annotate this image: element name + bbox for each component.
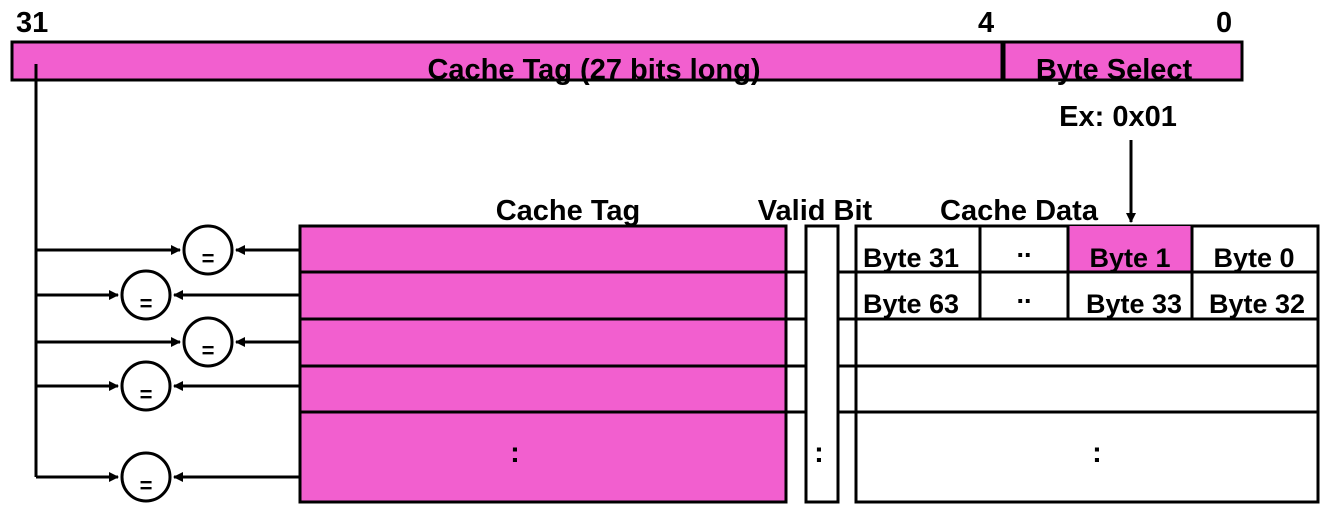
data-cell-byte-33: Byte 33 bbox=[1086, 289, 1182, 319]
tag-ellipsis: : bbox=[510, 437, 520, 469]
data-ellipsis: : bbox=[1092, 437, 1102, 469]
header-cache-tag: Cache Tag bbox=[496, 195, 641, 227]
data-cell-byte-31: Byte 31 bbox=[863, 243, 959, 273]
bit-label-0: 0 bbox=[1216, 7, 1232, 39]
data-cell-byte-0: Byte 0 bbox=[1213, 243, 1294, 273]
comparator-row-1: = bbox=[36, 224, 300, 276]
data-cell-byte-1: Byte 1 bbox=[1089, 243, 1170, 273]
valid-bit-array bbox=[804, 224, 840, 504]
tag-array bbox=[298, 224, 788, 504]
comparator-symbol: = bbox=[202, 246, 215, 271]
comparator-row-4: = bbox=[36, 360, 300, 412]
data-cell-byte-32: Byte 32 bbox=[1209, 289, 1305, 319]
example-label: Ex: 0x01 bbox=[1059, 101, 1177, 133]
byte-select-field-box bbox=[1002, 40, 1244, 82]
byte-select-label: Byte Select bbox=[1036, 54, 1193, 86]
byte-1-highlight bbox=[1068, 226, 1192, 272]
comparator-symbol: = bbox=[140, 291, 153, 316]
comparator-symbol: = bbox=[202, 338, 215, 363]
data-cell-dots: .. bbox=[1016, 279, 1031, 309]
tag-field-label: Cache Tag (27 bits long) bbox=[427, 54, 760, 86]
bit-label-31: 31 bbox=[16, 7, 48, 39]
equality-comparator-icon bbox=[182, 224, 234, 276]
comparator-row-5: = bbox=[36, 451, 300, 503]
equality-comparator-icon bbox=[120, 360, 172, 412]
tag-field-box bbox=[10, 40, 1004, 82]
comparator-symbol: = bbox=[140, 473, 153, 498]
data-cell-byte-63: Byte 63 bbox=[863, 289, 959, 319]
comparator-row-2: = bbox=[36, 269, 300, 321]
valid-ellipsis: : bbox=[814, 437, 824, 469]
equality-comparator-icon bbox=[120, 269, 172, 321]
comparator-symbol: = bbox=[140, 382, 153, 407]
bit-label-4: 4 bbox=[978, 7, 994, 39]
equality-comparator-icon bbox=[120, 451, 172, 503]
header-cache-data: Cache Data bbox=[940, 195, 1099, 227]
header-valid-bit: Valid Bit bbox=[758, 195, 873, 227]
comparator-row-3: = bbox=[36, 316, 300, 368]
data-cell-dots: .. bbox=[1016, 233, 1031, 263]
equality-comparator-icon bbox=[182, 316, 234, 368]
